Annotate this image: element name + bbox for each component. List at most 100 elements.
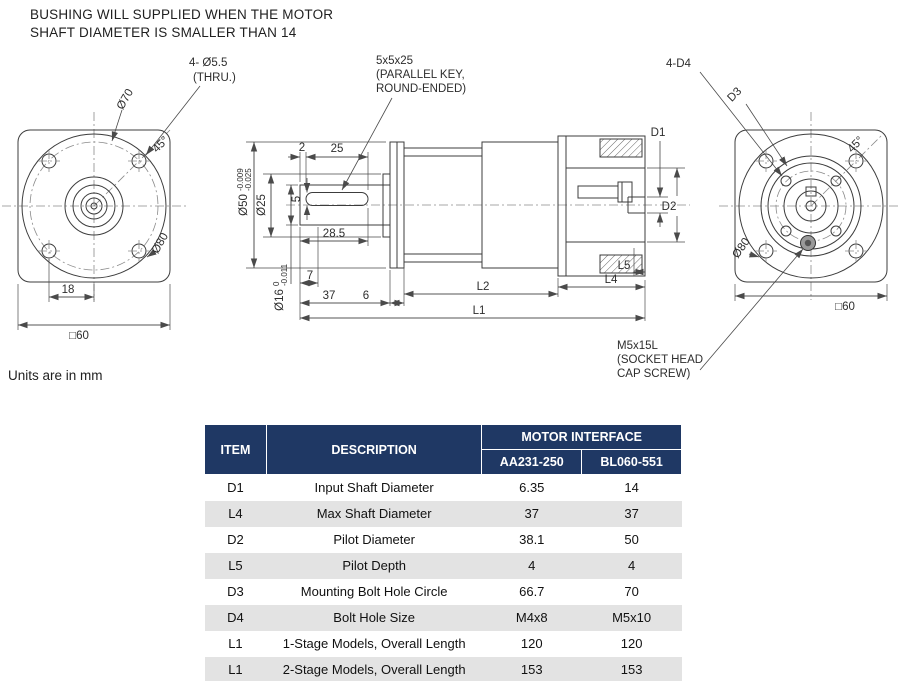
d4-hole <box>780 225 792 237</box>
item-cell: D1 <box>227 480 244 495</box>
dimL2-text: L2 <box>477 281 490 293</box>
value-cell-bl: 120 <box>620 636 643 651</box>
description-cell: Pilot Diameter <box>333 532 415 547</box>
rear-d3-text: D3 <box>725 85 744 104</box>
table-row: L1 2-Stage Models, Overall Length 153 15… <box>204 657 682 681</box>
dim25-text: 25 <box>331 143 344 155</box>
bushing-note: BUSHING WILL SUPPLIED WHEN THE MOTOR SHA… <box>30 6 333 41</box>
description-cell: Pilot Depth <box>342 558 406 573</box>
rear-d4-text: 4-D4 <box>666 58 692 70</box>
section-screw <box>577 181 633 203</box>
dim-D1: D1 <box>647 127 668 227</box>
front-mounting-holes <box>38 150 150 262</box>
d4-hole <box>830 225 842 237</box>
rear-center-hole <box>805 200 817 212</box>
item-cell: L1 <box>228 636 243 651</box>
value-cell-aa: 38.1 <box>519 532 545 547</box>
front-outer-circle <box>21 133 167 279</box>
description-cell: Input Shaft Diameter <box>314 480 434 495</box>
value-cell-aa: 153 <box>520 662 543 677</box>
bushing-note-line2: SHAFT DIAMETER IS SMALLER THAN 14 <box>30 24 297 40</box>
dimD2-text: D2 <box>662 201 677 213</box>
screw-callout-line2: (SOCKET HEAD <box>617 354 703 366</box>
dim2-text: 2 <box>299 142 305 154</box>
item-cell: D4 <box>227 610 244 625</box>
key-callout-line1: 5x5x25 <box>376 55 413 67</box>
front-shaft-boss <box>80 192 108 220</box>
dim-key-width-5: 5 <box>291 178 311 220</box>
front-dia70-text: Ø70 <box>115 87 136 112</box>
front-dia70-label: Ø70 <box>111 87 136 142</box>
bushing-note-line1: BUSHING WILL SUPPLIED WHEN THE MOTOR <box>30 7 334 22</box>
dim-dia25: Ø25 <box>256 173 381 238</box>
rear-sq60-dim: □60 <box>734 284 888 313</box>
col-header-bl060-551: BL060-551 <box>581 449 682 475</box>
front-dia80-label: Ø80 <box>146 231 171 258</box>
front-shaft-circle <box>85 197 103 215</box>
item-cell: L1 <box>228 662 243 677</box>
dia16-tol-bot: -0.011 <box>280 263 289 286</box>
description-cell: Max Shaft Diameter <box>316 506 432 521</box>
value-cell-aa: 120 <box>520 636 543 651</box>
dia50-tol-top: -0.009 <box>236 168 245 191</box>
rear-mounting-holes <box>755 150 867 262</box>
table-row: L4 Max Shaft Diameter 37 37 <box>204 501 682 527</box>
value-cell-aa: 4 <box>528 558 536 573</box>
table-row: D3 Mounting Bolt Hole Circle 66.7 70 <box>205 579 682 605</box>
technical-drawing: 4- Ø5.5 (THRU.) Ø70 45° Ø80 18 <box>2 55 899 380</box>
dia16-text: Ø16 <box>274 289 286 311</box>
table-row: D1 Input Shaft Diameter 6.35 14 <box>205 475 682 502</box>
description-cell: Mounting Bolt Hole Circle <box>300 584 448 599</box>
front-bolt-callout-line1: 4- Ø5.5 <box>189 57 227 69</box>
value-cell-bl: 37 <box>624 506 639 521</box>
dimD1-text: D1 <box>651 127 666 139</box>
socket-hex <box>804 239 812 247</box>
dim5-text: 5 <box>291 196 303 202</box>
screw-callout: M5x15L (SOCKET HEAD CAP SCREW) <box>617 248 804 380</box>
value-cell-aa: 37 <box>524 506 539 521</box>
rear-sq60-text: □60 <box>835 301 855 313</box>
dim-7: 7 <box>300 227 319 287</box>
dia25-text: Ø25 <box>256 194 268 216</box>
front-sq60-dim: □60 <box>17 284 171 342</box>
front-hub-circle <box>64 176 124 236</box>
col-header-description: DESCRIPTION <box>265 424 483 475</box>
dia50-tol-bot: -0.025 <box>244 168 253 191</box>
value-cell-bl: 4 <box>627 558 636 573</box>
front-dim18-text: 18 <box>62 284 75 296</box>
rear-d4-callout: 4-D4 <box>666 58 783 177</box>
keyway-slot <box>305 192 369 206</box>
col-header-motor-interface: MOTOR INTERFACE <box>481 424 682 450</box>
dim-L5: L5 <box>618 248 645 276</box>
key-callout-line3: ROUND-ENDED) <box>376 83 466 95</box>
value-cell-bl: 153 <box>620 662 643 677</box>
rear-dia80-text: Ø80 <box>730 236 752 261</box>
dim-L4: L4 <box>558 274 646 321</box>
dim-D2: D2 <box>647 167 685 243</box>
front-center-hole <box>90 202 98 210</box>
dimL1-text: L1 <box>473 305 486 317</box>
screw-callout-line1: M5x15L <box>617 340 659 352</box>
table-row: L1 1-Stage Models, Overall Length 120 12… <box>205 631 682 657</box>
item-cell: D2 <box>227 532 244 547</box>
value-cell-aa: 66.7 <box>519 584 545 599</box>
dim6-text: 6 <box>363 290 369 302</box>
value-cell-aa: 6.35 <box>519 480 545 495</box>
dia16-tol-top: 0 <box>272 281 281 286</box>
dim37-text: 37 <box>323 290 336 302</box>
value-cell-bl: 14 <box>624 480 639 495</box>
front-bolt-circle <box>29 141 159 271</box>
rear-view: 4-D4 D3 45° Ø80 □60 <box>617 58 899 380</box>
front-bolt-callout: 4- Ø5.5 (THRU.) <box>145 57 236 156</box>
flange-hatch-bottom <box>599 254 643 274</box>
value-cell-bl: 70 <box>624 584 639 599</box>
front-angle45-text: 45° <box>150 134 171 155</box>
d4-hole <box>830 175 842 187</box>
item-cell: L5 <box>228 558 243 573</box>
rear-keyway-notch <box>805 186 817 197</box>
dim-dia16: Ø16 0 -0.011 <box>272 184 298 311</box>
front-view: 4- Ø5.5 (THRU.) Ø70 45° Ø80 18 <box>2 57 236 342</box>
dia50-text: Ø50 <box>238 194 250 216</box>
motor-flange <box>557 135 646 277</box>
